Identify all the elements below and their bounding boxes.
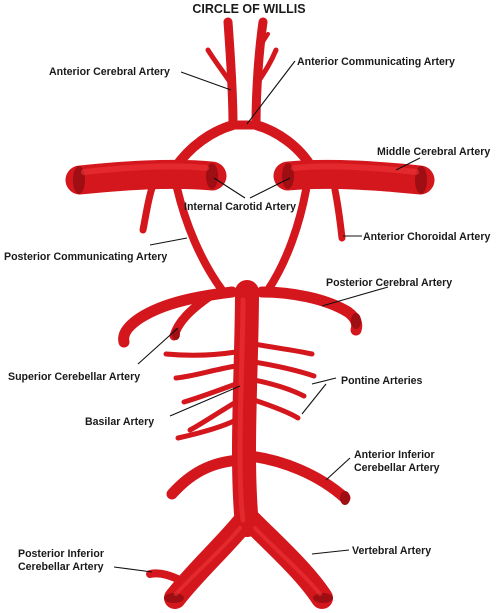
posterior-inferior-cerebellar-artery-vessel xyxy=(146,569,188,586)
label-posterior-cerebral-artery: Posterior Cerebral Artery xyxy=(326,277,452,289)
label-middle-cerebral-artery: Middle Cerebral Artery xyxy=(377,146,490,158)
leader-pontine-2 xyxy=(301,383,327,415)
middle-cerebral-artery-vessels xyxy=(65,159,435,195)
leader-posterior-inferior-cerebellar xyxy=(113,566,153,573)
label-anterior-cerebral-artery: Anterior Cerebral Artery xyxy=(49,66,170,78)
anterior-inferior-cerebellar-artery-vessels xyxy=(166,450,351,505)
artery-structure xyxy=(65,17,435,609)
leader-superior-cerebellar xyxy=(137,327,179,365)
diagram-title: CIRCLE OF WILLIS xyxy=(192,2,305,16)
leader-basilar xyxy=(169,385,241,417)
leader-posterior-communicating xyxy=(149,237,188,246)
label-pontine-arteries: Pontine Arteries xyxy=(341,375,423,387)
label-superior-cerebellar-artery: Superior Cerebellar Artery xyxy=(8,371,140,383)
leader-internal-carotid-right xyxy=(249,177,291,199)
label-anterior-choroidal-artery: Anterior Choroidal Artery xyxy=(363,231,490,243)
label-anterior-inferior-cerebellar-line1: Anterior Inferior xyxy=(354,449,435,461)
anterior-cerebral-artery-vessels xyxy=(205,17,279,130)
label-basilar-artery: Basilar Artery xyxy=(85,416,154,428)
anterior-choroidal-artery-vessels xyxy=(139,184,346,242)
label-vertebral-artery: Vertebral Artery xyxy=(352,545,431,557)
label-posterior-communicating-artery: Posterior Communicating Artery xyxy=(4,251,167,263)
label-anterior-communicating-artery: Anterior Communicating Artery xyxy=(297,56,455,68)
artery-highlights xyxy=(81,163,419,596)
posterior-communicating-artery-vessels xyxy=(173,184,310,294)
leader-internal-carotid-left xyxy=(213,177,246,199)
leader-anterior-communicating xyxy=(246,60,296,125)
basilar-artery-vessel xyxy=(232,280,259,537)
label-posterior-inferior-cerebellar-line1: Posterior Inferior xyxy=(18,548,104,560)
label-posterior-inferior-cerebellar-line2: Cerebellar Artery xyxy=(18,561,104,573)
pontine-artery-vessels xyxy=(163,341,317,441)
labels: Anterior Cerebral Artery Anterior Commun… xyxy=(4,56,490,573)
posterior-cerebral-artery-vessels xyxy=(118,286,363,348)
label-internal-carotid-artery: Internal Carotid Artery xyxy=(184,201,296,213)
label-anterior-inferior-cerebellar-line2: Cerebellar Artery xyxy=(354,462,440,474)
leader-lines xyxy=(113,60,421,573)
leader-pontine-1 xyxy=(311,377,337,385)
leader-anterior-cerebral xyxy=(180,71,232,91)
leader-vertebral xyxy=(311,549,350,555)
leader-posterior-cerebral xyxy=(321,286,389,307)
leader-anterior-inferior-cerebellar xyxy=(325,457,351,481)
leader-middle-cerebral xyxy=(395,157,421,171)
vertebral-artery-vessels xyxy=(164,509,333,609)
